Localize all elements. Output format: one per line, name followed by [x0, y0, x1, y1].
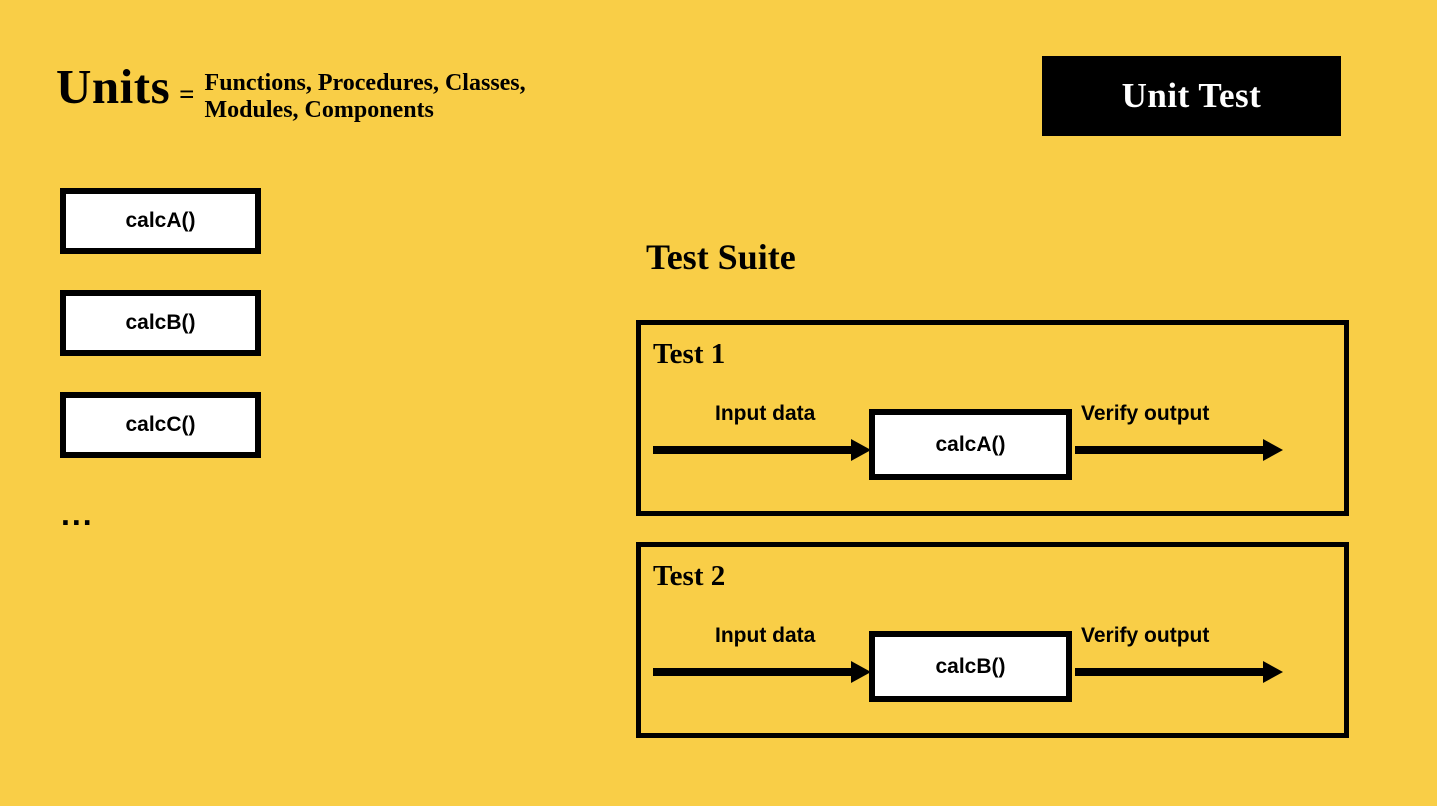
test-flow: Input data calcB() Verify output: [653, 623, 1334, 709]
input-arrow-icon: [653, 439, 871, 461]
test-panel-title: Test 2: [653, 560, 726, 592]
unit-box-calca: calcA(): [60, 188, 261, 254]
equals-sign: =: [179, 79, 195, 109]
arrow-head: [1263, 661, 1283, 683]
flow-unit-box: calcA(): [869, 409, 1072, 480]
flow-unit-box: calcB(): [869, 631, 1072, 702]
unit-box-label: calcB(): [125, 311, 196, 334]
arrow-shaft: [1075, 668, 1265, 676]
verify-output-label: Verify output: [1081, 402, 1210, 425]
test-panel-title: Test 1: [653, 338, 726, 370]
unit-test-badge-label: Unit Test: [1121, 76, 1262, 115]
output-arrow-icon: [1075, 439, 1285, 461]
units-definition-line-2: Modules, Components: [204, 96, 434, 123]
unit-box-calcc: calcC(): [60, 392, 261, 458]
test-panel-1: Test 1 Input data calcA() Verify output: [636, 320, 1349, 516]
input-arrow-icon: [653, 661, 871, 683]
flow-unit-label: calcB(): [935, 654, 1006, 678]
arrow-shaft: [653, 668, 853, 676]
test-suite-title: Test Suite: [646, 237, 796, 277]
arrow-head: [1263, 439, 1283, 461]
units-definition: Functions, Procedures, Classes, Modules,…: [205, 70, 526, 124]
arrow-head: [851, 661, 871, 683]
unit-box-calcb: calcB(): [60, 290, 261, 356]
verify-output-label: Verify output: [1081, 624, 1210, 647]
test-flow: Input data calcA() Verify output: [653, 401, 1334, 487]
input-data-label: Input data: [715, 402, 816, 425]
input-data-label: Input data: [715, 624, 816, 647]
arrow-shaft: [653, 446, 853, 454]
units-more-indicator: ...: [61, 496, 94, 532]
unit-box-label: calcA(): [125, 209, 196, 232]
unit-box-label: calcC(): [125, 413, 196, 436]
units-term: Units: [56, 59, 171, 114]
output-arrow-icon: [1075, 661, 1285, 683]
test-panel-2: Test 2 Input data calcB() Verify output: [636, 542, 1349, 738]
arrow-shaft: [1075, 446, 1265, 454]
unit-test-badge: Unit Test: [1042, 56, 1341, 136]
arrow-head: [851, 439, 871, 461]
units-definition-line-1: Functions, Procedures, Classes,: [204, 70, 526, 96]
page-title: Units = Functions, Procedures, Classes, …: [56, 62, 526, 137]
flow-unit-label: calcA(): [935, 432, 1006, 456]
